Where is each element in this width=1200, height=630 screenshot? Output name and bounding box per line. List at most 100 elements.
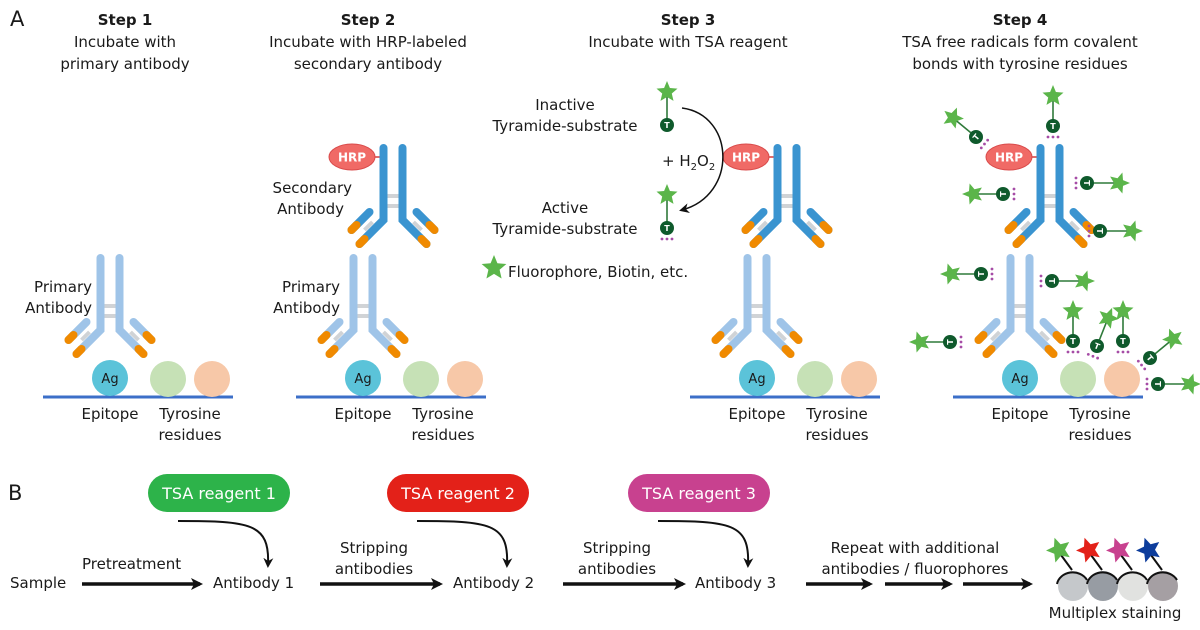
- antigen-binding-tip: [982, 345, 996, 358]
- antigen-label: Ag: [1011, 372, 1028, 387]
- bound-tyramide: T: [962, 183, 1016, 205]
- radical-dot: [1136, 359, 1140, 363]
- bound-tyramide: T: [940, 263, 994, 285]
- step-3-header: Step 3 Incubate with TSA reagent: [588, 11, 787, 51]
- tyramide-circle: [1151, 377, 1165, 391]
- primary-antibody-label-step2-2: Antibody: [273, 299, 340, 317]
- radical-dot: [1145, 377, 1149, 381]
- radical-dot: [1074, 181, 1078, 185]
- tsa-reagent-pill-label: TSA reagent 2: [400, 484, 515, 503]
- active-label-1: Active: [542, 199, 588, 217]
- heavy-chain-right: [115, 254, 148, 358]
- antibody-stalk: [1090, 554, 1103, 571]
- antigen-binding-tip: [425, 221, 439, 234]
- tyramide-circle: [969, 130, 983, 144]
- step-4-title: Step 4: [993, 11, 1048, 29]
- epitope-label: Epitope: [729, 405, 786, 423]
- primary-antibody-label-1: Primary: [34, 278, 92, 296]
- tyramide-circle: [660, 118, 674, 132]
- antigen-binding-tip: [325, 345, 339, 358]
- antibody-1-label: Antibody 1: [213, 574, 294, 592]
- hinge-bar: [103, 314, 117, 318]
- step-1-title: Step 1: [98, 11, 153, 29]
- fluorophore-star-icon: [1046, 537, 1070, 563]
- radical-dot: [1012, 192, 1016, 196]
- heavy-chain-left: [749, 144, 782, 248]
- antibody-stalk: [1120, 554, 1133, 571]
- antibody-3-label: Antibody 3: [695, 574, 776, 592]
- hrp-label: HRP: [338, 151, 366, 165]
- tyrosine-residue: [797, 361, 833, 397]
- disulfide-bond: [1069, 220, 1080, 232]
- radical-dot: [1116, 350, 1120, 354]
- fluorophore-star-icon: [943, 107, 964, 129]
- step-1-header: Step 1 Incubate with primary antibody: [60, 11, 189, 73]
- panel-b-label: B: [8, 481, 22, 505]
- tyramide-letter: T: [1153, 381, 1162, 387]
- antigen-binding-tip: [749, 235, 763, 248]
- radical-dot: [1056, 135, 1060, 139]
- tyramide-letter: T: [1120, 337, 1126, 346]
- tyramide-circle: [974, 267, 988, 281]
- antibody-arc: [1056, 571, 1088, 585]
- hinge-bar: [1043, 204, 1057, 208]
- tyrosine-residue: [194, 361, 230, 397]
- step-2-secondary-antibody: [347, 144, 439, 248]
- inactive-tyramide: T: [656, 81, 678, 132]
- tyrosine-residue: [447, 361, 483, 397]
- radical-dot: [959, 335, 963, 339]
- radical-dot: [1074, 186, 1078, 190]
- tyramide-circle: [1093, 224, 1107, 238]
- fluorophore-star-icon: [1062, 300, 1084, 320]
- bound-tyramide: T: [1062, 300, 1084, 354]
- disulfide-bond: [129, 330, 140, 342]
- tyramide-circle: [1046, 119, 1060, 133]
- disulfide-bond: [1020, 220, 1031, 232]
- antibody-stalk: [1150, 554, 1163, 571]
- disulfide-bond: [412, 220, 423, 232]
- radical-dot: [1096, 356, 1099, 360]
- bound-tyramide: T: [1086, 307, 1119, 360]
- antigen-binding-tip: [819, 221, 833, 234]
- tyramide-letter: T: [1047, 278, 1056, 284]
- legend-label: Fluorophore, Biotin, etc.: [508, 263, 688, 281]
- antibody-arc: [1116, 571, 1148, 585]
- step-3-line-1: Incubate with TSA reagent: [588, 33, 787, 51]
- hinge-bar: [103, 304, 117, 308]
- tyramide-letter: T: [1093, 341, 1102, 352]
- tyramide-letter: T: [977, 271, 986, 277]
- fluorophore-star-icon: [656, 184, 678, 204]
- disulfide-bond: [757, 220, 768, 232]
- primary-antibody-label-2: Antibody: [25, 299, 92, 317]
- tsa-reagent-pill-label: TSA reagent 1: [161, 484, 276, 503]
- step-2-primary-antibody: [317, 254, 409, 358]
- radical-dot: [983, 142, 986, 146]
- radical-dot: [1087, 224, 1091, 228]
- tyrosine-label-1: Tyrosine: [805, 405, 867, 423]
- stripping-labels: Stripping antibodies Stripping antibodie…: [335, 539, 1181, 622]
- fluorophore-star-icon: [1162, 328, 1183, 350]
- antigen-binding-tip: [355, 235, 369, 248]
- antibody-2-label: Antibody 2: [453, 574, 534, 592]
- step-2-header: Step 2 Incubate with HRP-labeled seconda…: [269, 11, 467, 73]
- tsa-reagent-pill-bg: [387, 474, 529, 512]
- active-label-2: Tyramide-substrate: [491, 220, 637, 238]
- antigen-circle: [92, 360, 128, 396]
- step-4-header: Step 4 TSA free radicals form covalent b…: [901, 11, 1138, 73]
- primary-antibody-labels: Primary Antibody Primary Antibody Second…: [25, 179, 352, 317]
- fluorophore-star-icon: [656, 81, 678, 101]
- tyrosine-label-1: Tyrosine: [411, 405, 473, 423]
- stripping-1-line-1: Stripping: [340, 539, 408, 557]
- tyramide-letter: T: [1144, 353, 1155, 363]
- tyrosine-residue: [150, 361, 186, 397]
- antigen-label: Ag: [101, 372, 118, 387]
- fluorophore-star-icon: [1106, 537, 1130, 563]
- disulfide-bond: [776, 330, 787, 342]
- pretreatment-label: Pretreatment: [82, 555, 181, 573]
- step-2-line-2: secondary antibody: [294, 55, 442, 73]
- tsa-reagent-3-pill: TSA reagent 3: [628, 474, 770, 512]
- radical-dot: [1012, 187, 1016, 191]
